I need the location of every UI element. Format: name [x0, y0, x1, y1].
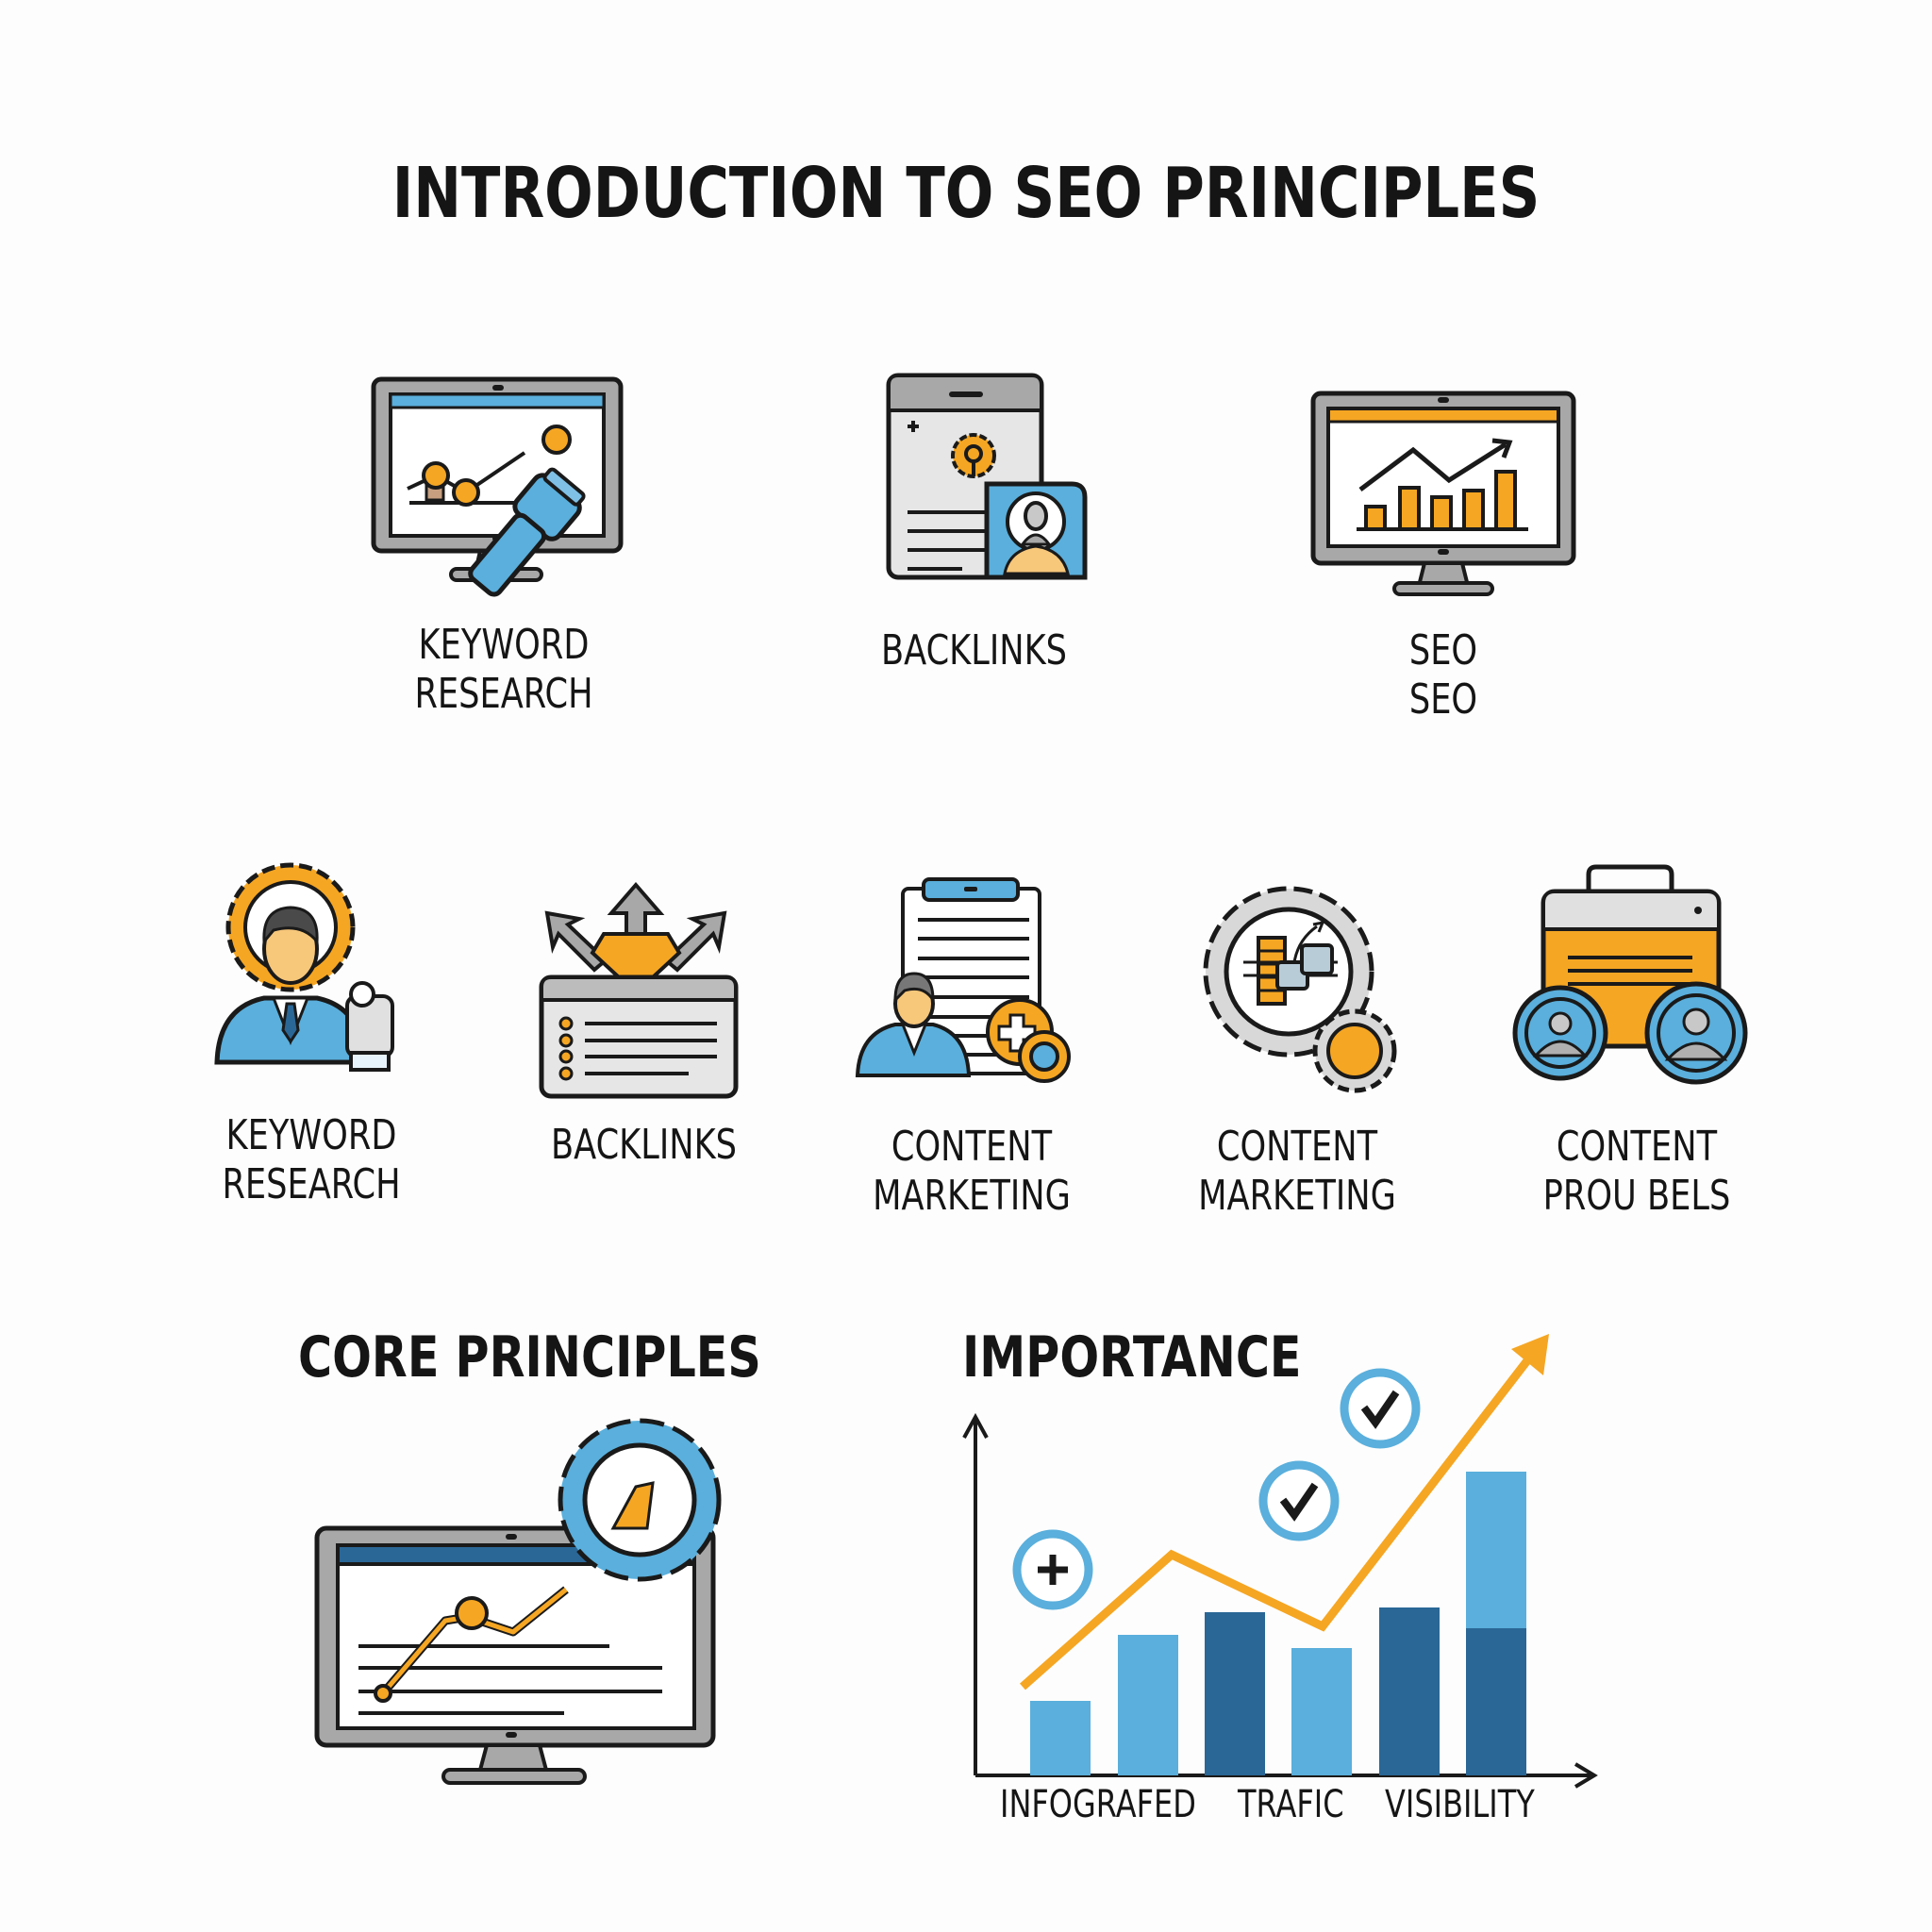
- bar-4: [1291, 1648, 1352, 1775]
- core-principles-title: CORE PRINCIPLES: [298, 1324, 761, 1391]
- bar-2: [1118, 1635, 1178, 1775]
- label-keyword-research-top: KEYWORD RESEARCH: [414, 621, 593, 718]
- x-axis-arrow-icon: [1574, 1762, 1598, 1789]
- plus-badge-icon: [1012, 1529, 1093, 1610]
- browser-arrows-gem-icon: [539, 881, 739, 1099]
- page-title: INTRODUCTION TO SEO PRINCIPLES: [391, 153, 1541, 234]
- monitor-magnifier-icon: [371, 376, 624, 597]
- y-axis-arrow-icon: [962, 1412, 989, 1439]
- bar-1: [1030, 1701, 1091, 1775]
- x-tick-label-visibility: VISIBILITY: [1385, 1783, 1535, 1826]
- trend-arrow-icon: [1511, 1334, 1549, 1375]
- bar-6-bottom: [1466, 1628, 1526, 1775]
- bar-5: [1379, 1607, 1440, 1775]
- monitor-gear-trend-icon: [314, 1418, 722, 1785]
- label-seo-top: SEO SEO: [1408, 626, 1478, 724]
- check-badge-icon: [1258, 1460, 1340, 1541]
- bar-3: [1205, 1612, 1265, 1775]
- label-content-marketing-1: CONTENT MARKETING: [873, 1123, 1071, 1220]
- gears-data-icon: [1203, 886, 1397, 1093]
- x-tick-label-trafic: TRAFIC: [1238, 1783, 1344, 1826]
- label-content-problems: CONTENT PROU BELS: [1542, 1123, 1731, 1220]
- importance-bar-chart: [962, 1334, 1598, 1789]
- bar-6-top: [1466, 1472, 1526, 1630]
- importance-title: IMPORTANCE: [962, 1324, 1302, 1391]
- briefcase-users-icon: [1512, 864, 1748, 1085]
- label-backlinks-top: BACKLINKS: [880, 626, 1068, 675]
- tablet-profile-gear-icon: [886, 373, 1088, 580]
- person-gear-hand-icon: [214, 862, 394, 1072]
- check-badge-icon: [1340, 1368, 1421, 1449]
- label-keyword-research-mid: KEYWORD RESEARCH: [222, 1111, 401, 1208]
- monitor-bar-chart-icon: [1310, 391, 1576, 596]
- trend-line: [1020, 1344, 1541, 1690]
- label-backlinks-mid: BACKLINKS: [550, 1121, 738, 1169]
- label-content-marketing-2: CONTENT MARKETING: [1198, 1123, 1396, 1220]
- clipboard-person-plus-icon: [855, 877, 1071, 1083]
- x-tick-label-infografed: INFOGRAFED: [1000, 1783, 1196, 1826]
